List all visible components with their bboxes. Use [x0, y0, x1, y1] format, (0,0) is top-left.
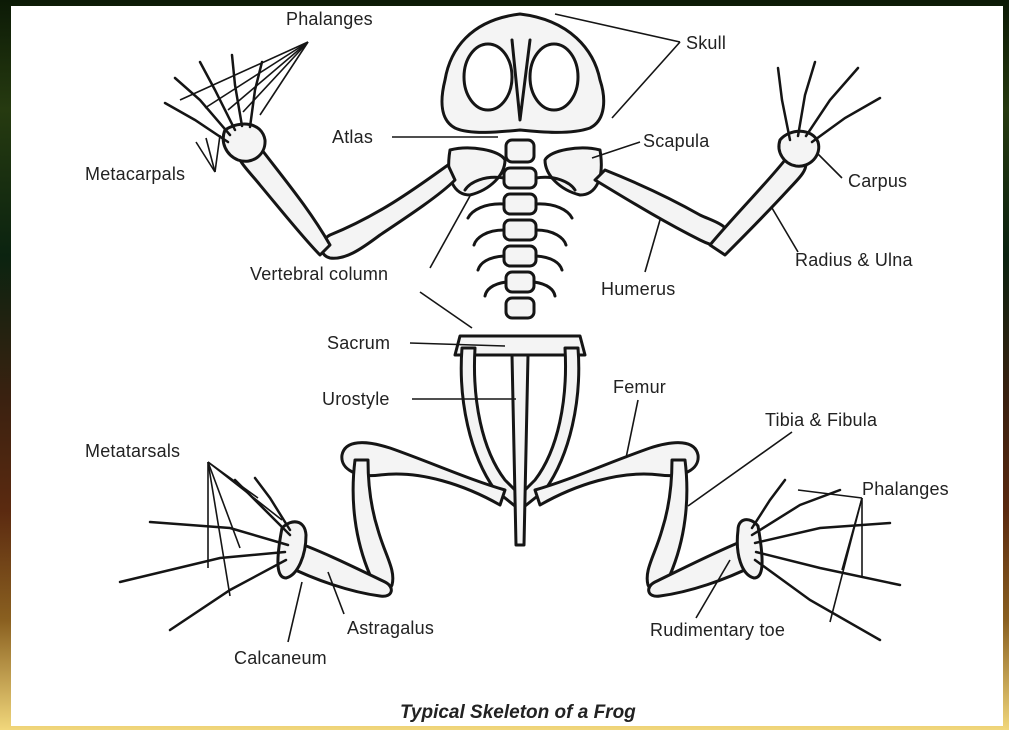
- left-carpus: [223, 124, 265, 161]
- label-urostyle: Urostyle: [322, 389, 390, 410]
- label-humerus: Humerus: [601, 279, 675, 300]
- label-astragalus: Astragalus: [347, 618, 434, 639]
- left-scapula: [449, 148, 505, 195]
- right-humerus: [595, 170, 728, 246]
- vertebra: [504, 168, 536, 188]
- vertebra: [504, 194, 536, 214]
- vertebra: [506, 272, 534, 292]
- label-carpus: Carpus: [848, 171, 907, 192]
- label-phalanges-top: Phalanges: [286, 9, 373, 30]
- left-eye-socket: [464, 44, 512, 110]
- label-radius-ulna: Radius & Ulna: [795, 250, 913, 271]
- figure-caption: Typical Skeleton of a Frog: [400, 702, 636, 724]
- vertebra: [506, 140, 534, 162]
- label-tibia-fibula: Tibia & Fibula: [765, 410, 877, 431]
- label-calcaneum: Calcaneum: [234, 648, 327, 669]
- label-femur: Femur: [613, 377, 666, 398]
- label-skull: Skull: [686, 33, 726, 54]
- right-eye-socket: [530, 44, 578, 110]
- label-metacarpals: Metacarpals: [85, 164, 185, 185]
- label-phalanges-right: Phalanges: [862, 479, 949, 500]
- urostyle-shape: [512, 355, 528, 545]
- vertebra: [506, 298, 534, 318]
- vertebra: [504, 220, 536, 240]
- left-humerus: [322, 165, 455, 258]
- label-vertebral-column: Vertebral column: [250, 264, 388, 285]
- label-scapula: Scapula: [643, 131, 709, 152]
- label-metatarsals: Metatarsals: [85, 441, 180, 462]
- vertebra: [504, 246, 536, 266]
- label-rudimentary-toe: Rudimentary toe: [650, 620, 785, 641]
- label-sacrum: Sacrum: [327, 333, 390, 354]
- label-atlas: Atlas: [332, 127, 373, 148]
